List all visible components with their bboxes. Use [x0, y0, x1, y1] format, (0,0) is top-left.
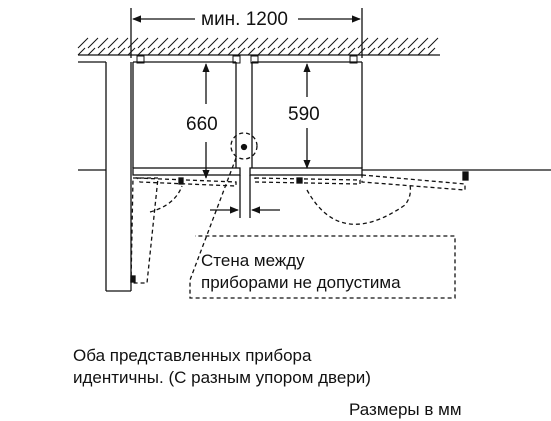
ceiling-hatch	[77, 37, 440, 56]
units-note: Размеры в мм	[349, 400, 462, 419]
left-side-wall	[78, 61, 132, 292]
wall-note-line2: приборами не допустима	[201, 273, 401, 292]
ceiling-spacers	[136, 55, 358, 64]
right-door-swing	[254, 174, 466, 225]
caption-line1: Оба представленных прибора	[73, 346, 312, 365]
caption-line2: идентичны. (С разным упором двери)	[73, 368, 371, 387]
left-door-handle-top	[178, 177, 184, 185]
wall-note-line1: Стена между	[201, 251, 305, 270]
left-appliance	[132, 61, 241, 176]
depth-left-label: 660	[186, 114, 218, 135]
width-dimension-line	[130, 8, 363, 58]
detail-dot	[240, 143, 248, 151]
gap-dimension	[210, 175, 280, 218]
left-door-handle	[130, 275, 136, 283]
depth-right-label: 590	[288, 104, 320, 125]
center-door-handle	[296, 177, 303, 184]
left-door-swing	[130, 177, 237, 284]
right-door-handle	[462, 171, 469, 181]
width-label: мин. 1200	[201, 9, 288, 30]
detail-callout	[189, 132, 456, 299]
